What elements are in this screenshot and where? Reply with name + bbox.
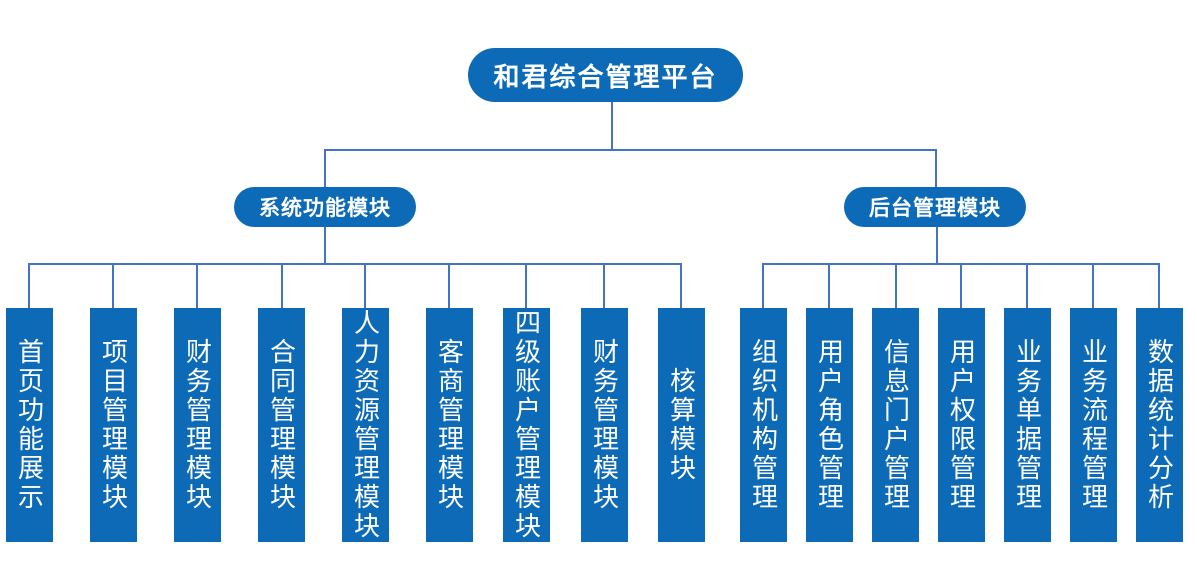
- leaf-label: 项目管理模块: [98, 338, 129, 512]
- connector-left-drop-8: [603, 263, 605, 308]
- leaf-node-business-process-management: 业务流程管理: [1070, 308, 1117, 542]
- leaf-label: 信息门户管理: [880, 338, 911, 512]
- leaf-node-accounting-module: 核算模块: [658, 308, 705, 542]
- leaf-node-four-level-account-management: 四级账户管理模块: [503, 308, 550, 542]
- leaf-node-project-management: 项目管理模块: [90, 308, 137, 542]
- connector-right-drop-5: [1026, 263, 1028, 308]
- connector-left-branch-drop: [324, 227, 326, 264]
- leaf-node-org-structure-management: 组织机构管理: [740, 308, 787, 542]
- connector-right-drop-1: [762, 263, 764, 308]
- leaf-node-business-document-management: 业务单据管理: [1004, 308, 1051, 542]
- leaf-node-hr-management: 人力资源管理模块: [342, 308, 389, 542]
- leaf-label: 财务管理模块: [589, 338, 620, 512]
- leaf-label: 用户权限管理: [946, 338, 977, 512]
- connector-left-drop-5: [364, 263, 366, 308]
- connector-left-drop-6: [448, 263, 450, 308]
- leaf-node-finance-management: 财务管理模块: [174, 308, 221, 542]
- leaf-node-user-permission-management: 用户权限管理: [938, 308, 985, 542]
- connector-right-drop-6: [1092, 263, 1094, 308]
- leaf-node-data-statistics-analysis: 数据统计分析: [1136, 308, 1183, 542]
- leaf-node-info-portal-management: 信息门户管理: [872, 308, 919, 542]
- connector-right-branch-drop: [936, 227, 938, 264]
- leaf-label: 组织机构管理: [748, 338, 779, 512]
- leaf-label: 数据统计分析: [1144, 338, 1175, 512]
- connector-left-drop-9: [680, 263, 682, 308]
- leaf-node-home-function-display: 首页功能展示: [6, 308, 53, 542]
- leaf-node-contract-management: 合同管理模块: [258, 308, 305, 542]
- connector-root-drop: [611, 101, 613, 150]
- leaf-node-user-role-management: 用户角色管理: [806, 308, 853, 542]
- leaf-label: 财务管理模块: [182, 338, 213, 512]
- connector-right-drop-3: [895, 263, 897, 308]
- connector-left-bus: [28, 263, 682, 265]
- connector-right-drop-2: [828, 263, 830, 308]
- leaf-label: 人力资源管理模块: [350, 309, 381, 541]
- connector-branch-right-riser: [935, 149, 937, 187]
- branch-node-backend-admin: 后台管理模块: [844, 187, 1026, 227]
- leaf-label: 业务流程管理: [1078, 338, 1109, 512]
- leaf-label: 首页功能展示: [14, 338, 45, 512]
- connector-right-drop-7: [1158, 263, 1160, 308]
- connector-left-drop-1: [28, 263, 30, 308]
- leaf-label: 核算模块: [666, 367, 697, 483]
- connector-left-drop-7: [525, 263, 527, 308]
- leaf-label: 客商管理模块: [434, 338, 465, 512]
- connector-branch-left-riser: [324, 149, 326, 187]
- leaf-label: 四级账户管理模块: [511, 309, 542, 541]
- branch-node-system-functions: 系统功能模块: [234, 187, 416, 227]
- connector-left-drop-2: [112, 263, 114, 308]
- leaf-node-finance-management-2: 财务管理模块: [581, 308, 628, 542]
- leaf-node-merchant-management: 客商管理模块: [426, 308, 473, 542]
- leaf-label: 用户角色管理: [814, 338, 845, 512]
- connector-left-drop-4: [281, 263, 283, 308]
- connector-level1-bus: [324, 149, 937, 151]
- connector-right-drop-4: [960, 263, 962, 308]
- leaf-label: 业务单据管理: [1012, 338, 1043, 512]
- connector-left-drop-3: [196, 263, 198, 308]
- root-node-platform: 和君综合管理平台: [468, 48, 743, 102]
- leaf-label: 合同管理模块: [266, 338, 297, 512]
